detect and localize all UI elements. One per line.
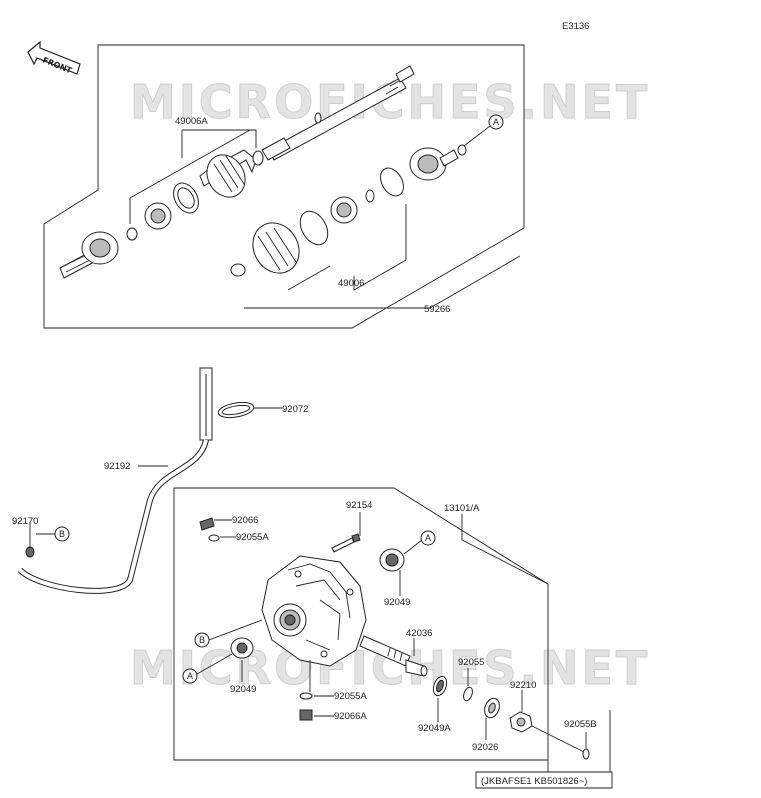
label-92055b: 92055B <box>564 719 597 730</box>
leader-59266 <box>244 255 521 309</box>
callout-a-left-label: A <box>187 671 193 681</box>
callout-a-top-label: A <box>493 117 499 127</box>
left-cv-joint <box>59 182 199 279</box>
leader-49006a <box>181 129 257 158</box>
seal-92049-bottom <box>230 637 254 659</box>
label-92055a-bottom: 92055A <box>334 691 367 702</box>
label-92026: 92026 <box>472 742 498 753</box>
label-92066: 92066 <box>232 515 258 526</box>
callout-b-hose-label: B <box>59 529 65 539</box>
label-92154: 92154 <box>346 500 372 511</box>
right-boot <box>230 210 329 277</box>
final-drive-border <box>173 487 549 761</box>
plug-92066 <box>199 517 215 531</box>
washer-92055a-top <box>208 534 220 542</box>
seal-92049-top <box>379 548 405 572</box>
leader-a-top <box>463 125 491 147</box>
callout-a-right-label: A <box>425 533 431 543</box>
front-arrow-icon: FRONT <box>27 40 81 76</box>
diagram-id: E3136 <box>562 21 589 32</box>
serial-box <box>475 710 613 789</box>
label-92049-bottom: 92049 <box>230 684 256 695</box>
callout-a-left <box>182 668 198 684</box>
washer-92055a-bottom <box>299 692 313 700</box>
label-92072: 92072 <box>282 404 308 415</box>
label-92170: 92170 <box>12 516 38 527</box>
leader-b-housing <box>208 619 263 641</box>
seal-92049a <box>432 675 448 697</box>
oring-92055b <box>582 748 590 760</box>
callout-a-top <box>488 114 504 130</box>
oring-92055 <box>463 686 473 702</box>
serial-note: (JKBAFSE1 KB501826~) <box>481 776 587 787</box>
output-shaft <box>359 635 428 677</box>
breather-hose <box>17 367 213 594</box>
label-92049a: 92049A <box>418 723 451 734</box>
label-92055: 92055 <box>458 657 484 668</box>
nut-92210 <box>509 711 533 733</box>
leader-49006a-2 <box>129 129 251 224</box>
callout-b-housing-label: B <box>199 635 205 645</box>
label-92066a: 92066A <box>334 711 367 722</box>
leader-92170 <box>29 522 56 548</box>
shaft-assembly-border <box>43 44 525 329</box>
collar-92026 <box>484 697 500 719</box>
leader-a-left <box>196 653 233 675</box>
final-drive-housing <box>261 555 367 667</box>
right-cv-joint <box>330 144 467 224</box>
leader-92055b <box>531 725 585 753</box>
label-92210: 92210 <box>510 680 536 691</box>
drive-shaft <box>261 65 415 161</box>
callout-b-hose <box>54 526 70 542</box>
label-92192: 92192 <box>104 461 130 472</box>
leader-13101a <box>461 514 549 585</box>
label-92055a-top: 92055A <box>236 532 269 543</box>
callout-a-right <box>420 530 436 546</box>
label-49006: 49006 <box>338 278 364 289</box>
leader-a-right <box>403 539 423 555</box>
label-13101a: 13101/A <box>444 503 480 514</box>
plug-92066a <box>299 709 313 721</box>
label-49006a: 49006A <box>175 116 208 127</box>
label-92049-top: 92049 <box>384 597 410 608</box>
bolt-92154 <box>331 533 361 553</box>
hose-clamp <box>217 401 282 419</box>
label-59266: 59266 <box>424 304 450 315</box>
label-42036: 42036 <box>406 628 432 639</box>
leader-49006 <box>287 204 407 291</box>
left-boot <box>199 149 264 198</box>
